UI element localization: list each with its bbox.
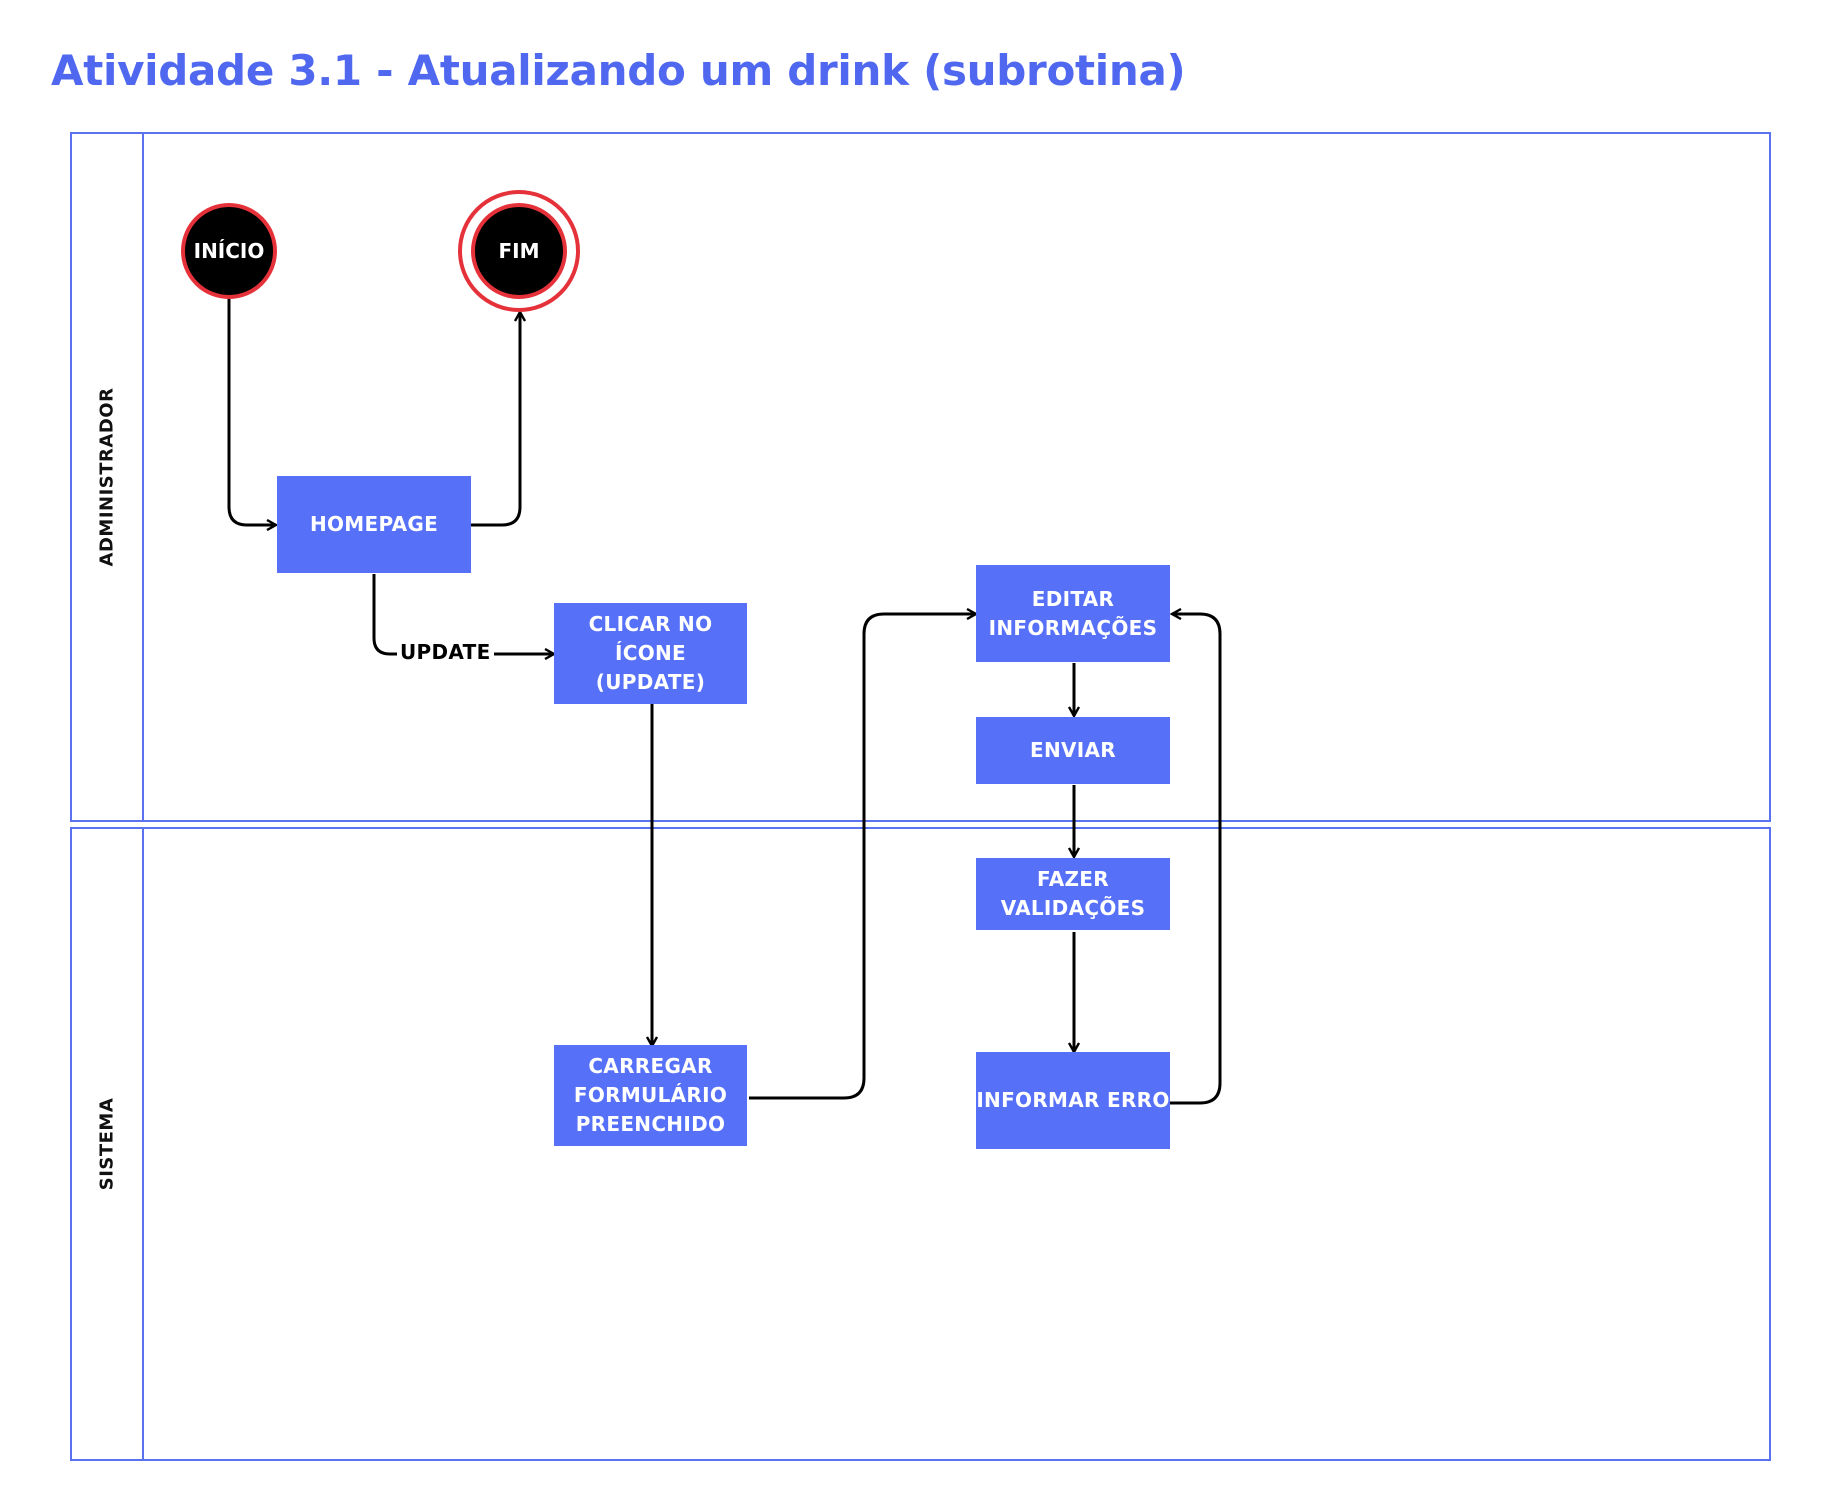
task-editar-informacoes: EDITAR INFORMAÇÕES: [976, 565, 1170, 662]
task-homepage: HOMEPAGE: [277, 476, 471, 573]
lane-administrador: ADMINISTRADOR: [70, 132, 1771, 822]
page-title: Atividade 3.1 - Atualizando um drink (su…: [51, 46, 1186, 95]
end-event-ring: [458, 190, 580, 312]
task-carregar-formulario: CARREGAR FORMULÁRIO PREENCHIDO: [554, 1045, 747, 1146]
edge-erro-editar: [1170, 614, 1222, 1105]
start-event: INÍCIO: [181, 203, 277, 299]
lane-sistema: SISTEMA: [70, 827, 1771, 1461]
edge-inicio-homepage: [227, 298, 276, 525]
task-fazer-validacoes: FAZER VALIDAÇÕES: [976, 858, 1170, 930]
end-event: FIM: [471, 203, 567, 299]
edge-homepage-clicar: [372, 574, 398, 656]
lane-header-sistema: SISTEMA: [72, 829, 144, 1459]
task-clicar-icone: CLICAR NO ÍCONE (UPDATE): [554, 603, 747, 704]
edge-label-update: UPDATE: [397, 640, 494, 664]
edge-homepage-fim: [471, 312, 520, 527]
task-informar-erro: INFORMAR ERRO: [976, 1052, 1170, 1149]
lane-header-administrador: ADMINISTRADOR: [72, 134, 144, 820]
task-enviar: ENVIAR: [976, 717, 1170, 784]
edge-carregar-editar: [749, 614, 976, 1100]
